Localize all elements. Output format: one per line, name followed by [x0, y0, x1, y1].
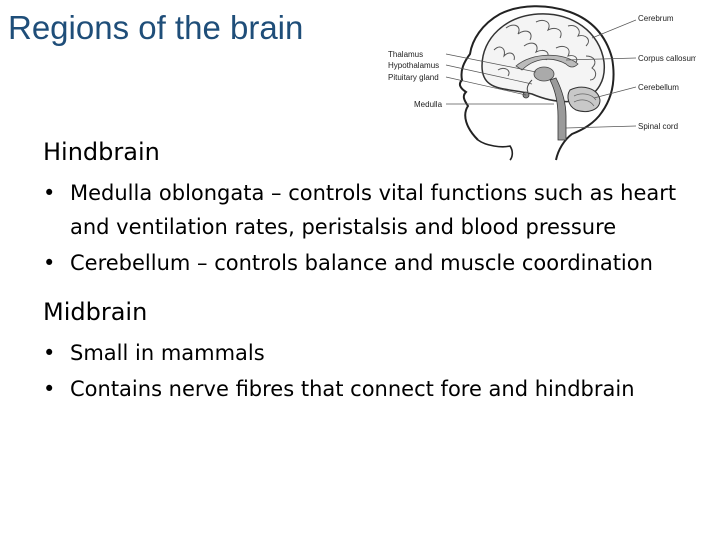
slide-content: Hindbrain • Medulla oblongata – controls… [43, 134, 703, 408]
label-medulla: Medulla [414, 100, 443, 109]
hypothalamus-shape [526, 79, 533, 93]
bullet-text: Cerebellum – controls balance and muscle… [70, 251, 653, 275]
leader-lines [445, 19, 637, 129]
label-spinal-cord: Spinal cord [638, 122, 678, 131]
bullet-dot: • [43, 181, 56, 205]
label-corpus-callosum: Corpus callosum [638, 54, 696, 63]
list-item: • Cerebellum – controls balance and musc… [43, 246, 703, 280]
head-outline [458, 5, 615, 161]
label-cerebellum: Cerebellum [638, 83, 679, 92]
brainstem-shape [549, 77, 567, 141]
label-thalamus: Thalamus [388, 50, 423, 59]
section-heading-hindbrain: Hindbrain [43, 138, 160, 166]
list-item: • Medulla oblongata – controls vital fun… [43, 176, 703, 244]
bullet-dot: • [43, 251, 56, 275]
cerebellum-folds [573, 93, 597, 107]
bullet-dot: • [43, 377, 56, 401]
thalamus-shape [533, 66, 555, 82]
list-item: • Contains nerve fibres that connect for… [43, 372, 703, 406]
bullet-dot: • [43, 341, 56, 365]
label-cerebrum: Cerebrum [638, 14, 674, 23]
jaw-outline [477, 139, 514, 161]
midbrain-bullet-list: • Small in mammals • Contains nerve fibr… [43, 336, 703, 406]
label-pituitary-gland: Pituitary gland [388, 73, 439, 82]
bullet-text: Small in mammals [70, 341, 265, 365]
bullet-text: Contains nerve fibres that connect fore … [70, 377, 635, 401]
gyri-pattern [493, 19, 597, 81]
bullet-text: Medulla oblongata – controls vital funct… [70, 181, 677, 239]
slide-title: Regions of the brain [8, 9, 304, 46]
corpus-callosum-shape [515, 54, 579, 71]
brain-diagram: Thalamus Hypothalamus Pituitary gland Me… [388, 5, 696, 161]
label-hypothalamus: Hypothalamus [388, 61, 439, 70]
hindbrain-bullet-list: • Medulla oblongata – controls vital fun… [43, 176, 703, 280]
list-item: • Small in mammals [43, 336, 703, 370]
cerebellum-shape [567, 86, 601, 113]
section-heading-midbrain: Midbrain [43, 298, 148, 326]
